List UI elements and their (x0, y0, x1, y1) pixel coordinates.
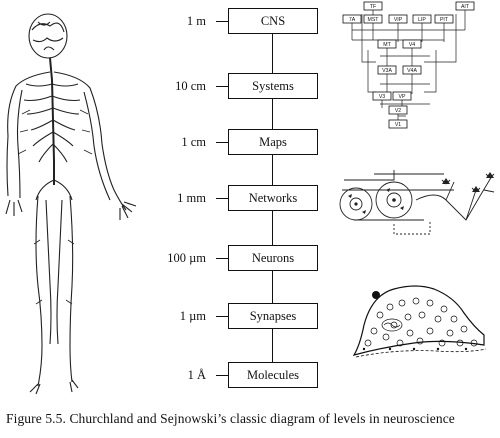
scale-tick (216, 258, 228, 259)
svg-text:TF: TF (370, 4, 376, 10)
figure-caption: Figure 5.5. Churchland and Sejnowski’s c… (6, 411, 455, 426)
scale-tick (216, 86, 228, 87)
svg-text:7A: 7A (349, 17, 356, 23)
scale-label: 10 cm (175, 79, 206, 93)
scale-label: 1 mm (177, 191, 206, 205)
node-vp: VP (392, 91, 412, 101)
svg-text:V3: V3 (379, 94, 385, 100)
nervous-system-illustration (5, 13, 137, 395)
node-v4: V4 (402, 39, 422, 49)
node-mst: MST (363, 14, 383, 24)
node-mt: MT (377, 39, 397, 49)
scale-tick (216, 198, 228, 199)
scale-tick (216, 316, 228, 317)
level-box-neurons: Neurons (228, 245, 318, 271)
node-v4a: V4A (402, 65, 422, 75)
svg-text:VP: VP (399, 94, 406, 100)
node-vip: VIP (388, 14, 408, 24)
node-v3a: V3A (377, 65, 397, 75)
scale-tick (216, 375, 228, 376)
svg-text:PIT: PIT (440, 17, 449, 23)
node-7a: 7A (342, 14, 362, 24)
svg-text:LIP: LIP (418, 17, 426, 23)
svg-text:V3A: V3A (382, 68, 392, 74)
scale-label: 1 m (186, 14, 206, 28)
node-ait: AIT (455, 1, 475, 11)
level-box-synapses: Synapses (228, 303, 318, 329)
node-lip: LIP (412, 14, 432, 24)
scale-label: 1 cm (181, 135, 206, 149)
scale-tick (216, 21, 228, 22)
svg-text:VIP: VIP (394, 17, 403, 23)
svg-text:V4: V4 (409, 42, 415, 48)
svg-text:V2: V2 (395, 108, 401, 114)
level-box-networks: Networks (228, 185, 318, 211)
svg-text:V4A: V4A (407, 68, 417, 74)
node-v2: V2 (388, 105, 408, 115)
node-tf: TF (363, 1, 383, 11)
svg-text:MST: MST (368, 17, 380, 23)
scale-label: 1 Å (187, 368, 206, 382)
scale-tick (216, 142, 228, 143)
level-box-molecules: Molecules (228, 362, 318, 388)
synapse-illustration (352, 285, 487, 358)
scale-label: 100 µm (167, 251, 206, 265)
svg-text:MT: MT (383, 42, 391, 48)
svg-text:AIT: AIT (461, 4, 470, 10)
level-box-maps: Maps (228, 129, 318, 155)
svg-text:V1: V1 (395, 122, 401, 128)
node-v3: V3 (372, 91, 392, 101)
visual-system-diagram: TF AIT 7A MST VIP LIP PIT MT V4 V3A V4A … (342, 1, 475, 129)
scale-label: 1 µm (179, 309, 206, 323)
node-v1: V1 (388, 119, 408, 129)
node-pit: PIT (434, 14, 454, 24)
network-illustration (339, 170, 495, 235)
level-box-cns: CNS (228, 8, 318, 34)
level-box-systems: Systems (228, 73, 318, 99)
